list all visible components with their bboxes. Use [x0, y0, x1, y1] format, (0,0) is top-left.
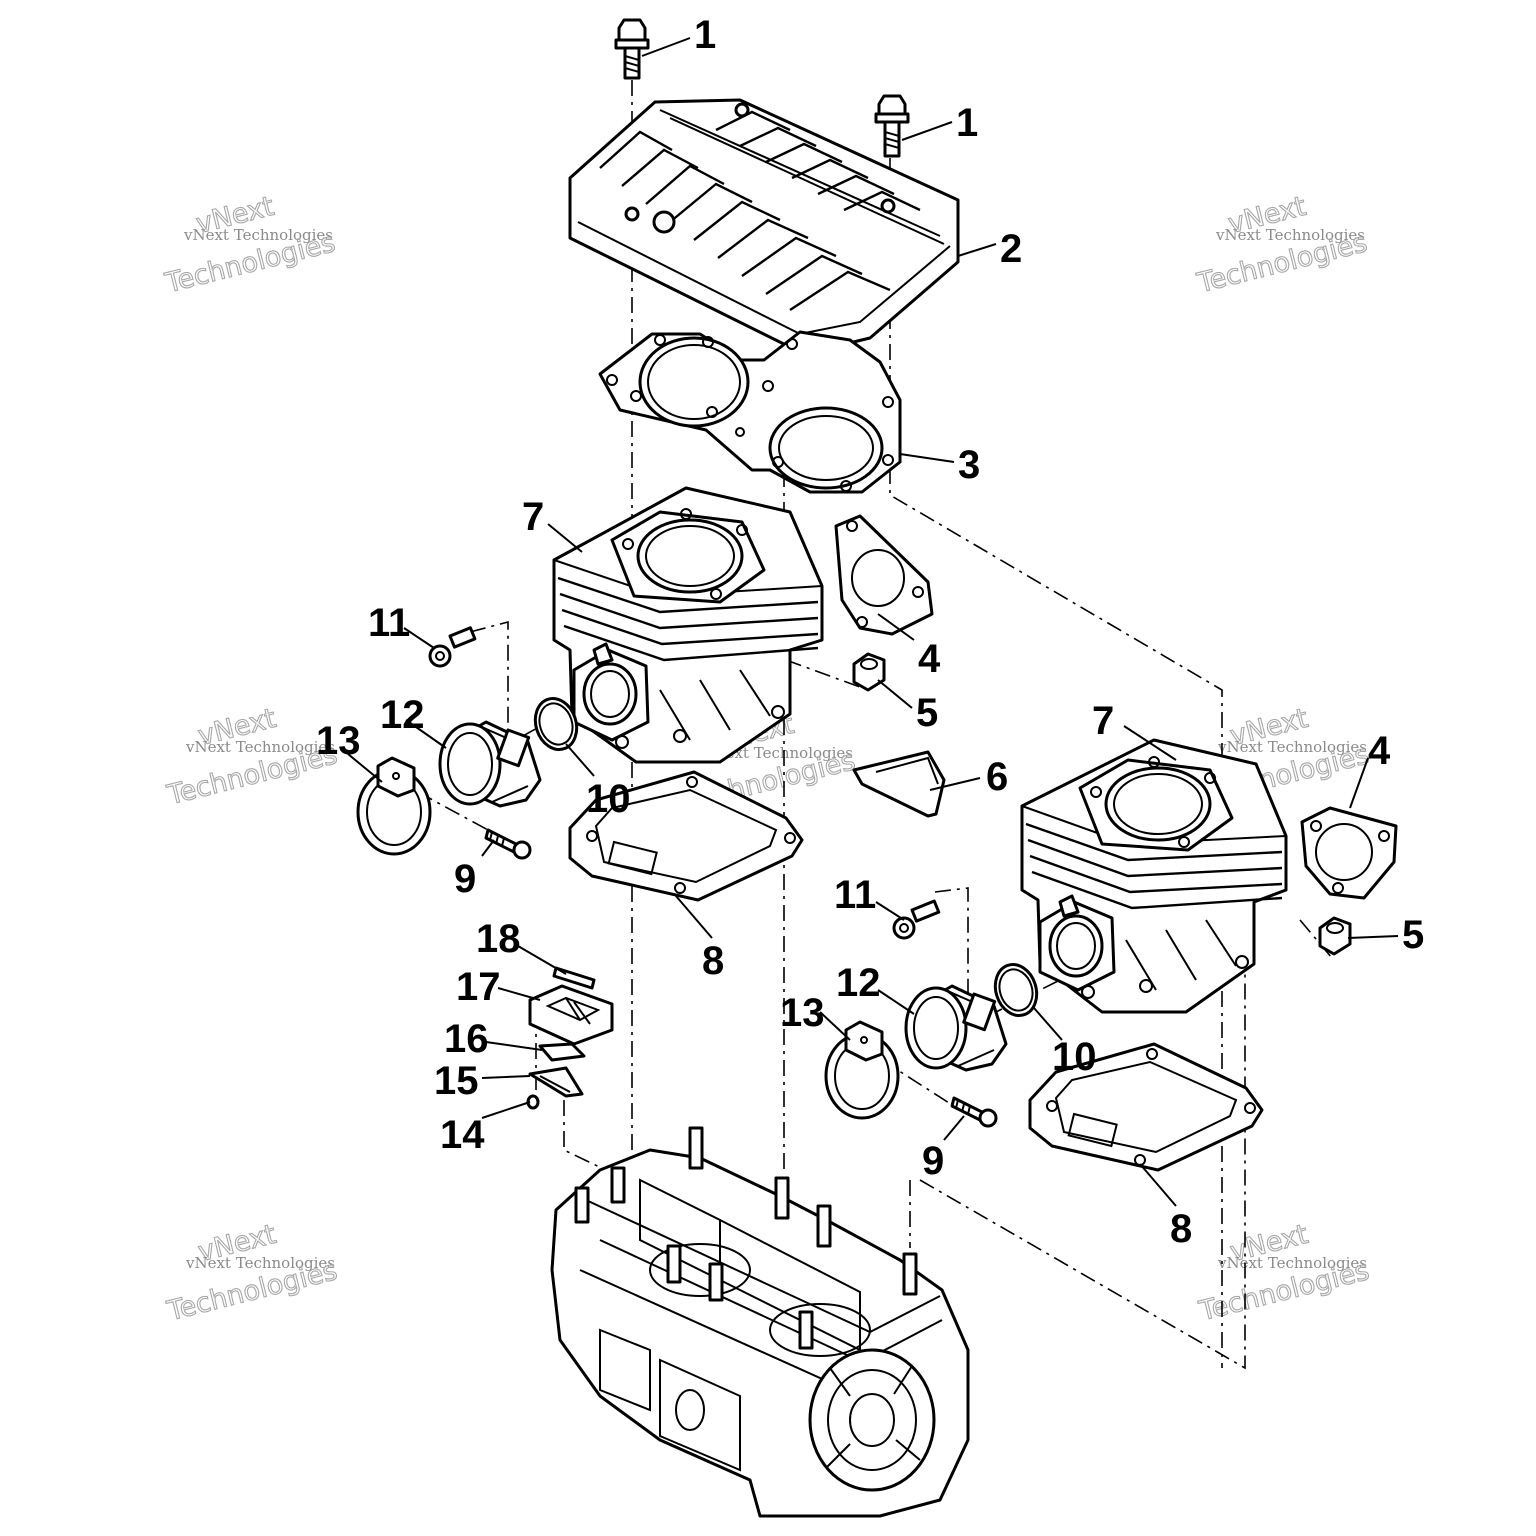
- crankcase: [550, 1126, 970, 1518]
- callout-label: 5: [916, 691, 938, 735]
- alignment-line: [1299, 919, 1333, 959]
- callout-label: 13: [316, 719, 361, 763]
- callout-label: 11: [368, 601, 410, 645]
- alignment-line: [934, 887, 969, 1002]
- reed-petal: [538, 1042, 586, 1062]
- callout-label: 1: [694, 13, 716, 57]
- hose-clamp-right: [824, 1020, 900, 1120]
- watermark-text: vNext Technologies: [183, 226, 333, 244]
- callout-label: 18: [476, 917, 521, 961]
- callout-label: 7: [1092, 699, 1114, 743]
- leader-lines: [347, 37, 1399, 1207]
- intake-boot-left: [438, 720, 542, 808]
- watermark-mid-left: vNext vNext Technologies Technologies: [163, 702, 341, 812]
- callout-label: 3: [958, 443, 980, 487]
- alignment-line: [785, 659, 869, 691]
- deflector-part: [852, 750, 946, 818]
- callout-label: 8: [702, 939, 724, 983]
- callout-label: 17: [456, 965, 501, 1009]
- head-bolt-right: [874, 94, 910, 158]
- flange-nut-right: [1318, 916, 1352, 956]
- cylinder-left: [552, 486, 824, 764]
- alignment-line: [889, 158, 1223, 1368]
- callout-label: 9: [454, 857, 476, 901]
- callout-label: 1: [956, 101, 978, 145]
- callout-label: 5: [1402, 913, 1424, 957]
- watermark-bottom-left: vNext vNext Technologies Technologies: [163, 1218, 341, 1328]
- socket-screw-left: [428, 626, 477, 668]
- alignment-line: [469, 620, 509, 730]
- cylinder-right: [1020, 738, 1288, 1014]
- watermark-text: vNext Technologies: [185, 1254, 335, 1272]
- socket-screw-right: [892, 899, 941, 940]
- cylinder-head-fins: [599, 110, 921, 312]
- o-ring-right: [993, 963, 1039, 1017]
- watermark-top-right: vNext vNext Technologies Technologies: [1193, 190, 1371, 300]
- callout-label: 6: [986, 755, 1008, 799]
- watermark-text: vNext Technologies: [185, 738, 335, 756]
- callout-label: 4: [918, 637, 941, 681]
- callout-label: 12: [380, 693, 425, 737]
- watermark-text: vNext Technologies: [1217, 1254, 1367, 1272]
- reed-cage: [528, 984, 614, 1046]
- o-ring-left: [533, 697, 579, 751]
- screw-left: [484, 828, 532, 860]
- callout-label: 10: [586, 777, 631, 821]
- hose-clamp-left: [356, 756, 432, 856]
- flange-nut-left: [852, 652, 886, 692]
- callout-label: 15: [434, 1059, 479, 1103]
- callout-label: 13: [780, 991, 825, 1035]
- callout-label: 8: [1170, 1207, 1192, 1251]
- callout-label: 2: [1000, 227, 1022, 271]
- base-gasket-left: [568, 770, 804, 902]
- base-gasket-right: [1028, 1042, 1264, 1172]
- crankcase-studs: [574, 1126, 918, 1350]
- exhaust-gasket-left: [834, 514, 934, 636]
- watermark-top-left: vNext vNext Technologies Technologies: [161, 190, 339, 300]
- callout-label: 4: [1368, 729, 1391, 773]
- head-bolt-left: [614, 18, 650, 80]
- callout-label: 7: [522, 495, 544, 539]
- watermark-text: vNext Technologies: [1217, 738, 1367, 756]
- reed-stop-plate: [528, 1066, 584, 1098]
- callout-label: 12: [836, 961, 881, 1005]
- alignment-line: [919, 960, 1246, 1370]
- watermark-text: vNext Technologies: [1215, 226, 1365, 244]
- exhaust-gasket-right: [1300, 806, 1398, 900]
- intake-boot-right: [904, 984, 1008, 1072]
- callout-label: 10: [1052, 1035, 1097, 1079]
- callout-labels: 1 1 2 3 7 4 5 11 12 13 10 9 8 6 7 4 5 11…: [316, 13, 1424, 1251]
- callout-label: 16: [444, 1017, 489, 1061]
- screw-right: [950, 1096, 998, 1128]
- callout-label: 9: [922, 1139, 944, 1183]
- head-gasket: [598, 330, 902, 494]
- callout-label: 14: [440, 1113, 485, 1157]
- callout-label: 11: [834, 873, 876, 917]
